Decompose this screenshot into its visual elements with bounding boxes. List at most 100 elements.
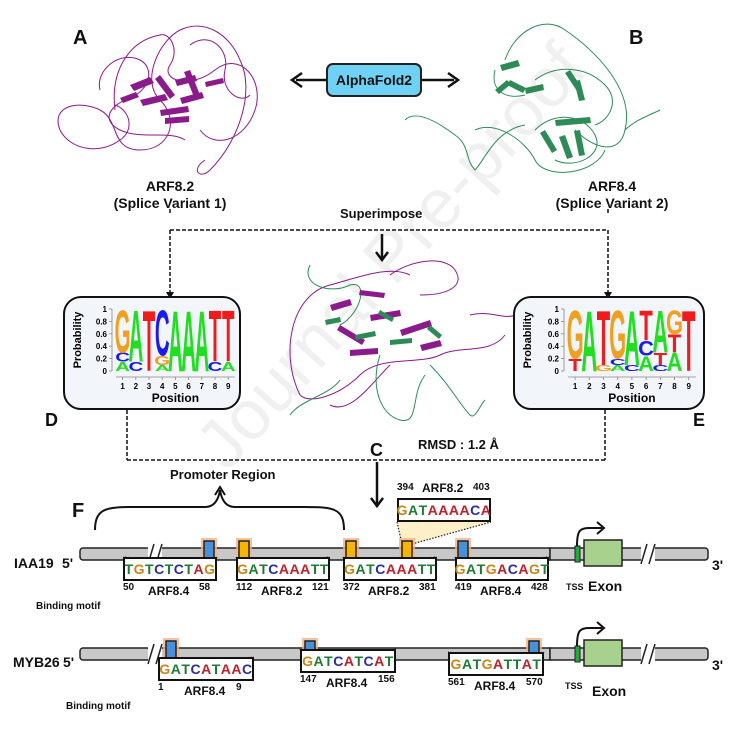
tss-marker	[574, 545, 581, 563]
motif-base-A: A	[278, 561, 290, 577]
motif-start-position: 147	[300, 674, 317, 685]
motif-base-C: C	[268, 561, 279, 577]
panel-letter-d: D	[45, 410, 58, 430]
arf84-subtitle: (Splice Variant 2)	[555, 195, 669, 211]
logo-letter-T: T	[654, 350, 667, 369]
logo-letter-C: C	[208, 360, 223, 374]
logo-letter-A: A	[168, 294, 183, 390]
motif-base-A: A	[201, 661, 212, 677]
logo-letter-A: A	[115, 360, 130, 374]
logo-xtick-label: 4	[160, 382, 165, 391]
panel-letter-f: F	[72, 500, 85, 522]
motif-base-A: A	[231, 661, 243, 677]
logo-ytick-label: 0.6	[548, 330, 560, 339]
tss-arrowhead	[596, 521, 606, 535]
motif-base-G: G	[237, 561, 249, 577]
motif-start-position: 419	[455, 582, 472, 593]
motif-base-A: A	[220, 661, 232, 677]
motif-base-T: T	[310, 561, 320, 577]
logo-xtick-label: 8	[672, 382, 677, 391]
logo-letter-C: C	[115, 350, 130, 364]
motif-end-position: 9	[236, 682, 242, 693]
three-prime-myb26: 3'	[712, 657, 724, 673]
logo-letter-A: A	[181, 294, 196, 390]
logo-xlabel: Position	[152, 391, 199, 405]
logo-xtick-label: 6	[186, 382, 191, 391]
motif-base-G: G	[302, 653, 314, 669]
gene-break-slash	[640, 643, 648, 665]
logo-letter-G: G	[666, 304, 683, 342]
motif-base-A: A	[521, 656, 533, 672]
motif-base-T: T	[503, 656, 513, 672]
tss-arrow	[576, 627, 602, 647]
logo-letter-A: A	[155, 364, 170, 373]
logo-letter-G: G	[567, 297, 584, 374]
logo-xtick-label: 8	[213, 382, 218, 391]
motif-base-A: A	[170, 661, 182, 677]
motif-base-T: T	[418, 502, 428, 518]
logo-letter-A: A	[610, 363, 626, 373]
motif-base-A: A	[300, 561, 311, 577]
superimpose-connectors	[126, 209, 612, 509]
logo-ytick-label: 0.4	[96, 342, 108, 351]
exon-label-iaa19: Exon	[588, 578, 623, 594]
motif-base-A: A	[343, 653, 355, 669]
logo-letter-A: A	[667, 348, 683, 377]
logo-ytick-label: 0.8	[96, 317, 108, 326]
logo-letter-C: C	[128, 360, 143, 374]
logo-ytick-label: 0.2	[96, 355, 108, 364]
motif-base-A: A	[461, 656, 473, 672]
logo-ylabel: Probability	[72, 311, 84, 369]
motif-base-G: G	[204, 561, 216, 577]
logo-xtick-label: 5	[173, 382, 178, 391]
logo-ylabel: Probability	[522, 311, 534, 369]
motif-base-T: T	[512, 656, 522, 672]
motif-base-A: A	[374, 653, 385, 669]
logo-letter-T: T	[568, 356, 581, 375]
motif-base-C: C	[190, 661, 202, 677]
motif-base-T: T	[384, 653, 394, 669]
logo-xtick-label: 1	[120, 382, 125, 391]
logo-xtick-label: 3	[147, 382, 152, 391]
logo-ytick-label: 1	[103, 305, 108, 314]
logo-ytick-label: 0.2	[548, 355, 560, 364]
logo-letter-A: A	[581, 294, 597, 390]
logo-ytick-label: 0	[555, 367, 560, 376]
motif-base-T: T	[417, 561, 427, 577]
arf82-structure	[57, 25, 258, 175]
arf84-structure	[404, 23, 661, 173]
logo-xtick-label: 3	[601, 382, 606, 391]
promoter-brace	[94, 485, 345, 531]
motif-base-A: A	[407, 561, 418, 577]
logo-letter-G: G	[595, 363, 612, 373]
logo-letter-T: T	[597, 295, 610, 382]
arf84-name: ARF8.4	[587, 178, 637, 194]
motif-base-T: T	[184, 561, 194, 577]
logo-letter-C: C	[610, 357, 626, 367]
motif-base-G: G	[450, 656, 462, 672]
motif-start-position: 372	[343, 582, 360, 593]
motif-start-position: 394	[397, 482, 414, 493]
gene-bar	[647, 647, 709, 661]
three-prime-iaa19: 3'	[712, 557, 724, 573]
promoter-region-label: Promoter Region	[170, 467, 276, 482]
logo-letter-T: T	[209, 296, 222, 378]
logo-letter-A: A	[638, 351, 654, 376]
motif-end-position: 403	[473, 482, 490, 493]
gene-break-slash	[147, 643, 155, 665]
rmsd-label: RMSD : 1.2 Å	[418, 437, 499, 452]
logo-xtick-label: 2	[587, 382, 592, 391]
logo-xlabel: Position	[608, 391, 655, 405]
tss-label-myb26: TSS	[565, 681, 583, 691]
gene-break-slash	[648, 543, 656, 565]
motif-end-position: 121	[312, 582, 329, 593]
exon-label-myb26: Exon	[592, 683, 627, 699]
motif-end-position: 381	[419, 582, 436, 593]
logo-letter-C: C	[638, 336, 654, 361]
